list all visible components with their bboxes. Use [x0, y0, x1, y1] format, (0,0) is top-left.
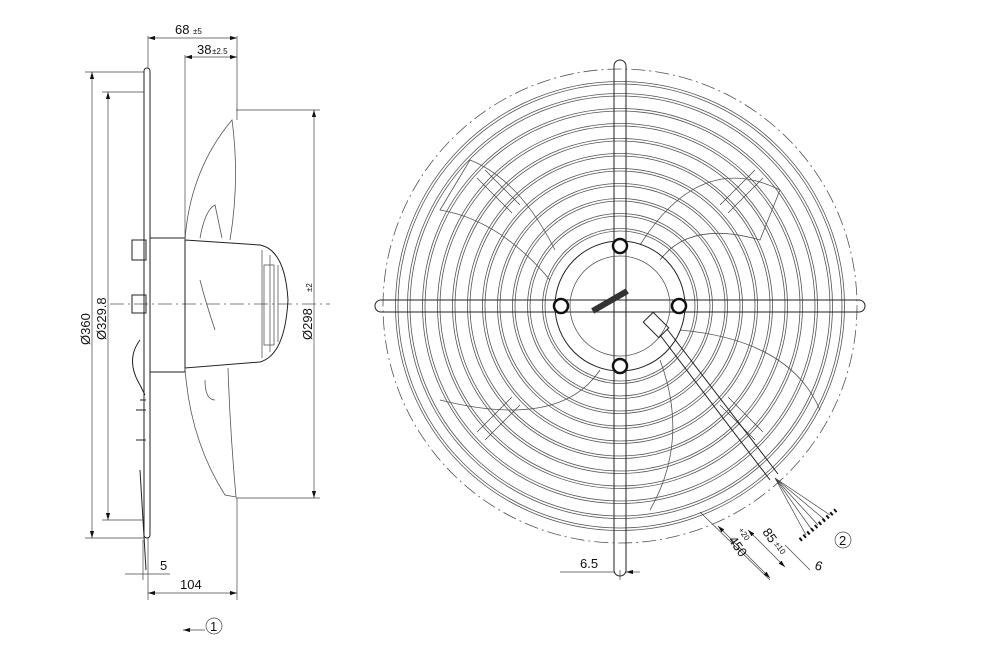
guard-struts: [374, 59, 866, 580]
bracket: [131, 239, 147, 261]
guard-ring: [542, 228, 698, 384]
dim-104: 104: [180, 577, 202, 592]
side-view: 68 ±5 38 ±2.5 Ø360 Ø329.8 Ø298 ±2 5 104 …: [78, 22, 330, 635]
guard-ring: [397, 83, 843, 529]
guard-ring: [527, 213, 713, 399]
hub-flange: [149, 237, 186, 373]
airflow-marker-circle: [205, 617, 223, 635]
guard-ring: [424, 110, 816, 502]
dim-68-tol: ±5: [193, 27, 202, 36]
airflow-marker: 1: [210, 619, 217, 634]
dim-85-tol: ±10: [772, 540, 787, 556]
guard-ring: [454, 140, 786, 472]
guard-ring: [499, 185, 741, 427]
guard-rings: [395, 81, 845, 531]
cooling-fins: [261, 250, 279, 358]
guard-ring: [544, 230, 696, 382]
guard-ring: [452, 138, 788, 474]
fan-blades-front: [439, 159, 821, 511]
dim-d298: Ø298: [300, 308, 315, 340]
outer-diameter-circle: [382, 68, 858, 544]
guard-ring: [395, 81, 845, 531]
bracket: [131, 294, 147, 314]
guard-ring: [514, 200, 726, 412]
guard-ring: [439, 125, 801, 487]
motor-housing: [184, 239, 289, 369]
guard-ring: [529, 215, 711, 397]
guard-ring: [469, 155, 771, 457]
hub-inner: [569, 255, 671, 357]
motor-hub: [554, 240, 686, 372]
dim-d298-tol: ±2: [305, 283, 314, 292]
dim-d329-8: Ø329.8: [94, 297, 109, 340]
front-view: 6.5 450 +20 85 ±10 6 2: [374, 59, 866, 581]
cable: [642, 311, 838, 542]
cable-marker: 2: [839, 533, 846, 548]
guard-ring: [484, 170, 756, 442]
mounting-plate: [143, 67, 151, 539]
cable: [136, 399, 147, 571]
fan-blades: [184, 119, 237, 498]
dim-6: 6: [813, 557, 825, 574]
dim-85: 85: [760, 525, 781, 545]
guard-ring: [512, 198, 728, 414]
guard-ring: [467, 153, 773, 459]
dim-38-tol: ±2.5: [212, 47, 228, 56]
dim-5: 5: [160, 558, 167, 573]
cable-marker-circle: [834, 531, 852, 549]
guard-ring: [422, 108, 818, 504]
dim-68: 68: [175, 22, 189, 37]
dim-6-5: 6.5: [580, 556, 598, 571]
cable-gland: [132, 339, 146, 396]
guard-ring: [407, 93, 833, 519]
guard-ring: [497, 183, 743, 429]
guard-ring: [482, 168, 758, 444]
guard-ring: [409, 95, 831, 517]
dim-d360: Ø360: [78, 313, 93, 345]
label-plate: [591, 288, 629, 314]
mounting-bolts: [552, 237, 688, 375]
guard-ring: [437, 123, 803, 489]
dim-38: 38: [197, 42, 211, 57]
